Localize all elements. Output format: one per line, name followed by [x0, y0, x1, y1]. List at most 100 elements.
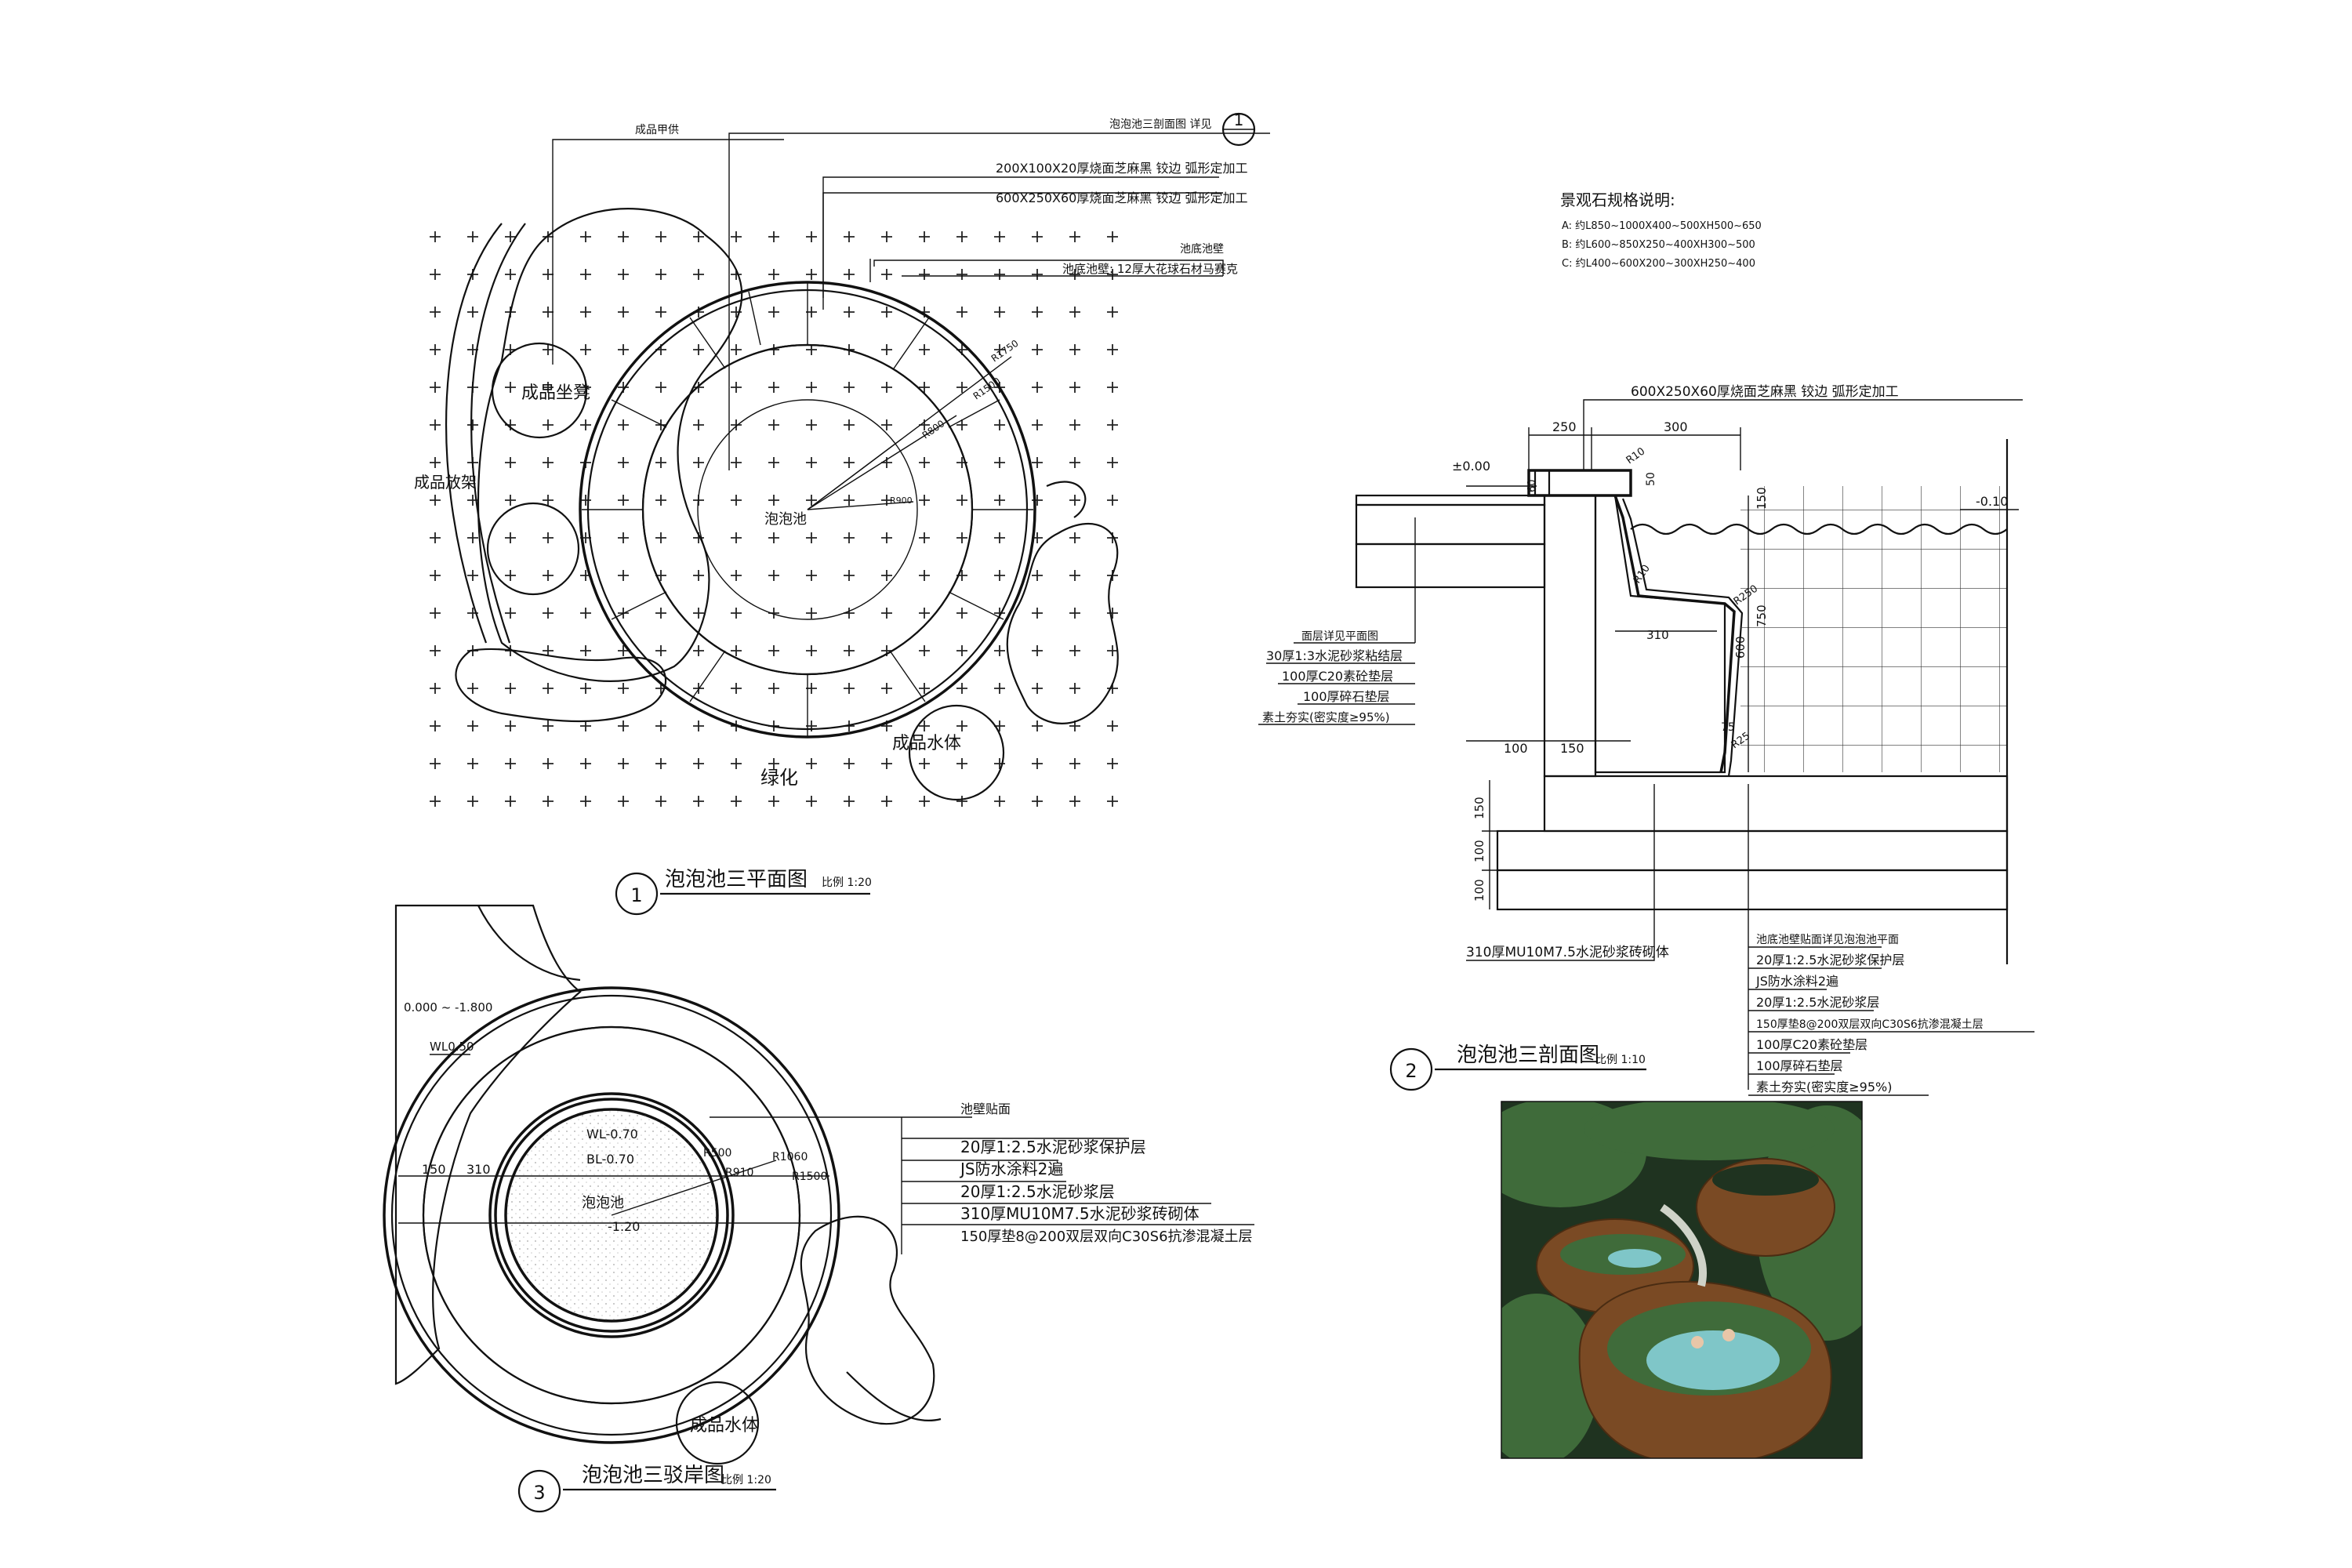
title-plan-1: 泡泡池三平面图 [665, 868, 808, 891]
landscape-stone [455, 648, 667, 723]
right-layer-gravel: 100厚碎石垫层 [1756, 1058, 1843, 1073]
water-surface [1630, 523, 2008, 535]
photo-pod-left-water [1608, 1249, 1661, 1268]
elevation-wl-top: WL0.50 [430, 1040, 474, 1054]
concrete-slab [1543, 775, 2009, 833]
dim-310-3: 310 [466, 1162, 491, 1177]
plan-view-3: 0.000 ~ -1.800 WL0.50 WL-0.70 BL-0.70 泡泡… [383, 904, 1254, 1513]
elevation-range: 0.000 ~ -1.800 [404, 1000, 492, 1014]
dim-150-wall: 150 [1560, 741, 1584, 756]
section-top-callout: 600X250X60厚烧面芝麻黑 铰边 弧形定加工 [1631, 384, 1899, 400]
left-layer-gravel: 100厚碎石垫层 [1303, 689, 1390, 704]
right-layer-concrete: 100厚C20素砼垫层 [1756, 1037, 1867, 1052]
stone-notes-heading: 景观石规格说明: [1560, 191, 1675, 209]
bottom-level: BL-0.70 [586, 1152, 634, 1167]
title-number-3: 3 [533, 1482, 545, 1504]
water-feature-circle [908, 704, 1005, 801]
scale-plan-3: 比例 1:20 [721, 1474, 771, 1486]
callout-supplied: 成品甲供 [635, 124, 679, 136]
landscape-stone-3 [800, 1215, 935, 1425]
coping-stone [1527, 469, 1632, 497]
photo-pod-back-opening [1712, 1164, 1819, 1196]
stone-note-b: B: 约L600~850X250~400XH300~500 [1562, 239, 1755, 251]
stone-notes: 景观石规格说明: A: 约L850~1000X400~500XH500~650 … [1560, 191, 1762, 270]
plan3-layer-slab: 150厚垫8@200双层双向C30S6抗渗混凝土层 [960, 1229, 1253, 1245]
elevation-zero: ±0.00 [1452, 459, 1490, 474]
photo-path [1660, 1203, 1707, 1287]
plan3-layer-protect: 20厚1:2.5水泥砂浆保护层 [960, 1138, 1146, 1156]
dim-r1500: R1500 [792, 1171, 827, 1183]
callout-coping-small: 200X100X20厚烧面芝麻黑 铰边 弧形定加工 [996, 161, 1248, 176]
shelf-circle [486, 502, 580, 596]
dim-60: 60 [1526, 479, 1538, 492]
dim-100-gravel: 100 [1472, 879, 1486, 902]
plan3-layer-wall: 310厚MU10M7.5水泥砂浆砖砌体 [960, 1204, 1200, 1223]
label-pool-3: 泡泡池 [582, 1195, 624, 1211]
photo-person [1722, 1329, 1735, 1341]
dim-750: 750 [1755, 604, 1769, 627]
dim-75: 75 [1721, 721, 1735, 734]
reference-photo [1501, 1101, 1863, 1459]
section-view-2: 600X250X60厚烧面芝麻黑 铰边 弧形定加工 250 300 60 50 … [1258, 384, 2034, 1096]
elevation-water: -0.10 [1976, 494, 2008, 509]
dim-r500: R500 [703, 1147, 731, 1160]
section-reference-number: 1 [1234, 111, 1244, 129]
scale-section-2: 比例 1:10 [1595, 1054, 1646, 1066]
label-shelf: 成品放架 [414, 473, 477, 492]
right-layer-protect: 20厚1:2.5水泥砂浆保护层 [1756, 953, 1904, 967]
planting-area [408, 223, 1137, 819]
dim-600: 600 [1733, 636, 1748, 659]
dim-310: 310 [1646, 628, 1669, 642]
dim-150-top: 150 [1755, 487, 1769, 510]
plan3-layer-mortar: 20厚1:2.5水泥砂浆层 [960, 1182, 1115, 1201]
photo-pod-front-water [1646, 1330, 1780, 1390]
plan-view-1: 1 成品甲供 泡泡池三剖面图 详见 200X100X20厚烧面芝麻黑 铰边 弧形… [408, 111, 1270, 916]
photo-person [1691, 1336, 1704, 1348]
callout-mosaic: 池底池壁: 12厚大花球石材马赛克 [1062, 262, 1238, 276]
title-number-1: 1 [630, 884, 642, 906]
right-layer-soil: 素土夯实(密实度≥95%) [1756, 1080, 1892, 1094]
title-section-2: 泡泡池三剖面图 [1457, 1044, 1599, 1067]
wall-label: 310厚MU10M7.5水泥砂浆砖砌体 [1466, 945, 1669, 960]
pool3-hatched-ring [422, 1025, 801, 1405]
right-layer-finish: 池底池壁贴面详见泡泡池平面 [1756, 934, 1899, 946]
title-bubble-2 [1389, 1047, 1433, 1091]
dim-150-slab: 150 [1472, 797, 1486, 819]
right-layer-waterproof: JS防水涂料2遍 [1755, 974, 1838, 989]
brick-wall [1543, 494, 1597, 778]
title-plan-3: 泡泡池三驳岸图 [582, 1464, 724, 1487]
label-seat: 成品坐凳 [521, 383, 590, 403]
water-level: WL-0.70 [586, 1127, 638, 1142]
pool-tile-wall [1740, 486, 2007, 772]
plan3-layer-finish: 池壁贴面 [960, 1102, 1011, 1116]
pool-depth: -1.20 [608, 1219, 640, 1234]
left-layer-concrete: 100厚C20素砼垫层 [1282, 669, 1393, 684]
scale-plan-1: 比例 1:20 [822, 877, 872, 889]
pool-inner-circle [697, 399, 918, 620]
dim-100: 100 [1504, 741, 1528, 756]
dim-100-concrete: 100 [1472, 840, 1486, 862]
stone-note-c: C: 约L400~600X200~300XH250~400 [1562, 258, 1755, 270]
dim-300: 300 [1664, 419, 1688, 434]
dim-250: 250 [1552, 419, 1577, 434]
label-water-feature: 成品水体 [892, 734, 961, 753]
left-layer-soil: 素土夯实(密实度≥95%) [1262, 710, 1390, 724]
callout-section-ref: 泡泡池三剖面图 详见 [1109, 118, 1211, 131]
stone-note-a: A: 约L850~1000X400~500XH500~650 [1562, 220, 1762, 232]
title-number-2: 2 [1405, 1060, 1417, 1082]
left-layer-finish: 面层详见平面图 [1301, 630, 1378, 643]
dim-r910: R910 [725, 1167, 753, 1179]
herringbone-paving [477, 208, 743, 682]
dim-r1060: R1060 [772, 1151, 808, 1163]
water-feature-circle-3 [675, 1381, 760, 1465]
callout-pool-wall: 池底池壁 [1180, 243, 1224, 256]
callout-coping-large: 600X250X60厚烧面芝麻黑 铰边 弧形定加工 [996, 191, 1248, 205]
right-layer-mortar: 20厚1:2.5水泥砂浆层 [1756, 995, 1879, 1010]
pool3-outer [383, 986, 840, 1444]
landscape-stone [1006, 523, 1119, 724]
plan3-layer-waterproof: JS防水涂料2遍 [959, 1160, 1063, 1178]
title-bubble-1 [615, 872, 659, 916]
dim-150-3: 150 [422, 1162, 446, 1177]
photo-foliage [1584, 1102, 1835, 1160]
